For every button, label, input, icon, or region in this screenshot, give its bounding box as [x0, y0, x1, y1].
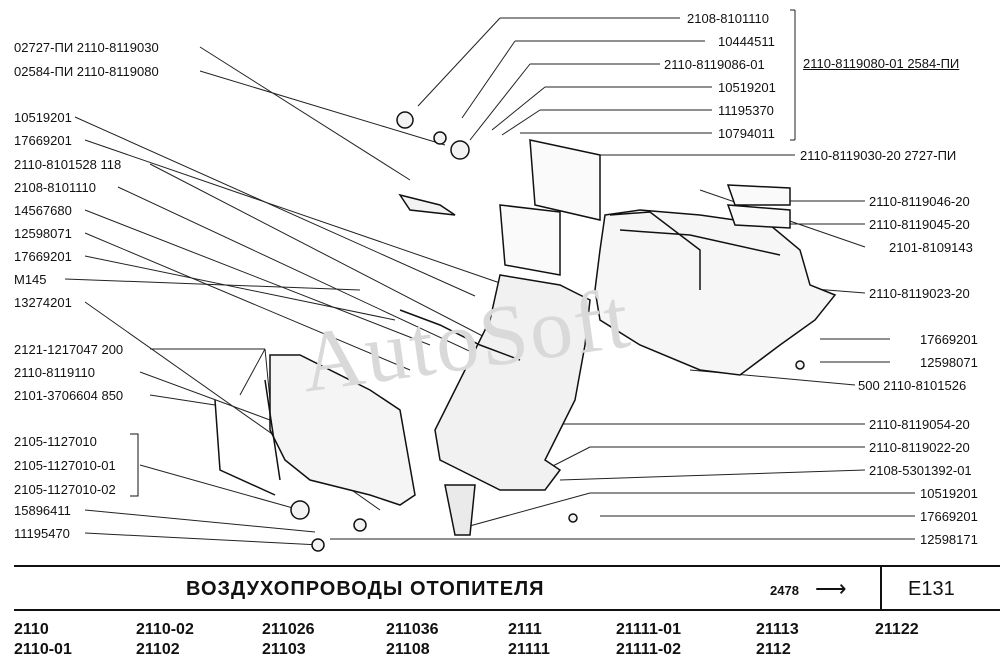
model-item: 21113 [756, 621, 799, 638]
part-label: 17669201 [920, 509, 978, 524]
part-label: 2108-5301392-01 [869, 463, 972, 478]
model-item: 2112 [756, 641, 791, 658]
part-label: 2101-3706604 850 [14, 388, 124, 403]
model-item: 21111-01 [616, 621, 681, 638]
part-label: 2110-8119030-20 2727-ПИ [800, 148, 957, 163]
page-title: ВОЗДУХОПРОВОДЫ ОТОПИТЕЛЯ [186, 578, 545, 600]
model-item: 21103 [262, 641, 306, 658]
model-item: 2110 [14, 621, 49, 638]
part-label: M145 [14, 272, 47, 287]
part-label: 14567680 [14, 203, 72, 218]
model-item: 21122 [875, 621, 919, 638]
reference-page: 2478 [770, 583, 799, 598]
part-label: 2108-8101110 [687, 11, 769, 26]
footer-bottom-rule [14, 609, 1000, 611]
model-item: 211026 [262, 621, 315, 638]
part-label: 10444511 [718, 34, 775, 49]
part-label: 10519201 [718, 80, 776, 95]
part-label: 15896411 [14, 503, 71, 518]
part-label: 02584-ПИ 2110-8119080 [14, 64, 159, 79]
part-label: 02727-ПИ 2110-8119030 [14, 40, 159, 55]
part-label: 2101-8109143 [889, 240, 973, 255]
part-label: 500 2110-8101526 [858, 378, 967, 393]
part-label: 2105-1127010-02 [14, 482, 116, 497]
part-label: 10519201 [920, 486, 978, 501]
part-label: 2110-8101528 118 [14, 157, 122, 172]
part-label: 2105-1127010-01 [14, 458, 116, 473]
part-label: 10794011 [718, 126, 775, 141]
part-label: 2110-8119054-20 [869, 417, 970, 432]
section-code: E131 [908, 578, 955, 600]
model-item: 21111 [508, 641, 550, 658]
arrow-right-icon: ⟶ [815, 576, 847, 601]
part-label: 12598171 [920, 532, 978, 547]
part-label: 2110-8119080-01 2584-ПИ [803, 56, 960, 71]
part-label: 2121-1217047 200 [14, 342, 124, 357]
part-label: 2110-8119022-20 [869, 440, 970, 455]
part-label: 2110-8119045-20 [869, 217, 970, 232]
part-label: 2110-8119023-20 [869, 286, 970, 301]
parts-sketch [214, 111, 837, 552]
part-label: 17669201 [14, 249, 72, 264]
part-label: 10519201 [14, 110, 72, 125]
part-label: 12598071 [14, 226, 72, 241]
part-label: 17669201 [14, 133, 72, 148]
footer-top-rule [14, 565, 1000, 567]
part-label: 2108-8101110 [14, 180, 96, 195]
part-label: 2110-8119086-01 [664, 57, 765, 72]
model-item: 2111 [508, 621, 542, 638]
part-label: 12598071 [920, 355, 978, 370]
part-label: 2110-8119110 [14, 365, 95, 380]
part-label: 2105-1127010 [14, 434, 97, 449]
bracket-group [130, 433, 139, 497]
model-item: 211036 [386, 621, 439, 638]
model-item: 2110-02 [136, 621, 194, 638]
model-item: 21108 [386, 641, 430, 658]
footer-divider [880, 565, 882, 611]
model-item: 2110-01 [14, 641, 72, 658]
part-label: 13274201 [14, 295, 72, 310]
model-item: 21111-02 [616, 641, 681, 658]
model-item: 21102 [136, 641, 180, 658]
part-label: 2110-8119046-20 [869, 194, 970, 209]
leader-lines-left [64, 46, 511, 546]
part-label: 17669201 [920, 332, 978, 347]
part-label: 11195470 [14, 526, 70, 541]
part-label: 11195370 [718, 103, 774, 118]
